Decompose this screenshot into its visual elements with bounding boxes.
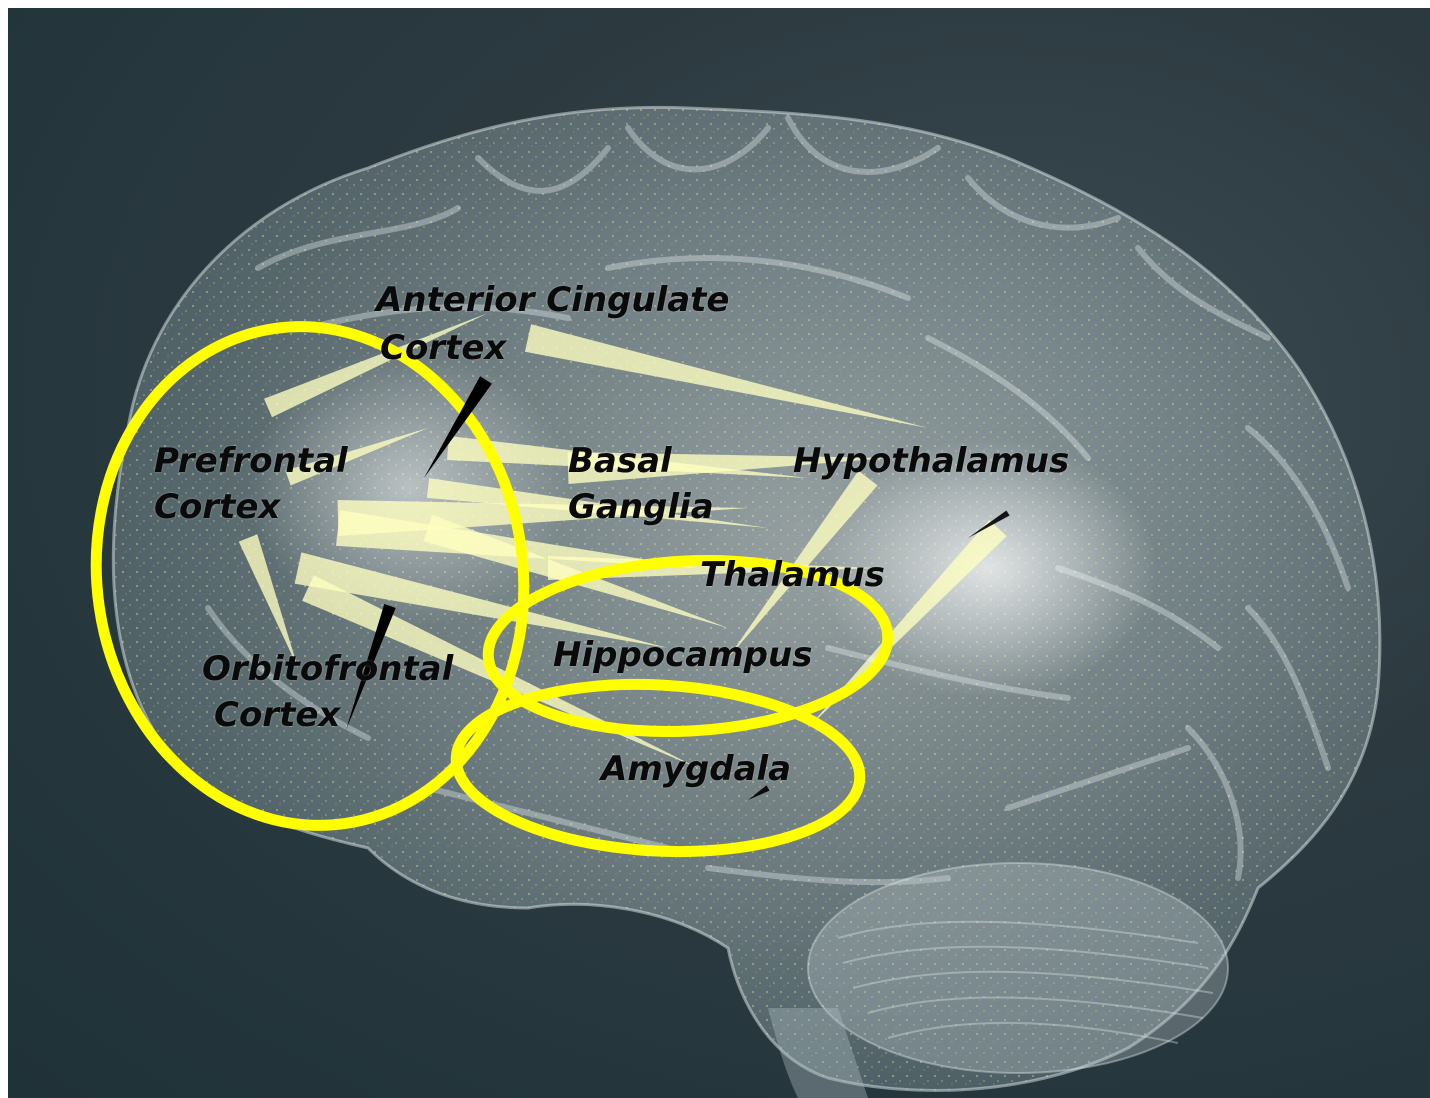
label-anterior-cingulate-line2: Cortex [380, 327, 506, 369]
label-hippocampus: Hippocampus [553, 634, 812, 676]
label-anterior-cingulate-line1: Anterior Cingulate [376, 279, 729, 321]
brain-shape [113, 107, 1380, 1098]
label-basal-ganglia-line2: Ganglia [568, 486, 714, 528]
label-thalamus: Thalamus [700, 554, 885, 596]
brain-diagram: Anterior Cingulate Cortex Prefrontal Cor… [8, 8, 1430, 1098]
label-prefrontal-line2: Cortex [154, 486, 280, 528]
label-prefrontal-line1: Prefrontal [154, 440, 348, 482]
label-orbitofrontal-line2: Cortex [214, 694, 340, 736]
label-orbitofrontal-line1: Orbitofrontal [202, 648, 453, 690]
brain-illustration [8, 8, 1430, 1098]
label-basal-ganglia-line1: Basal [568, 440, 672, 482]
label-amygdala: Amygdala [601, 748, 791, 790]
label-hypothalamus: Hypothalamus [793, 440, 1069, 482]
